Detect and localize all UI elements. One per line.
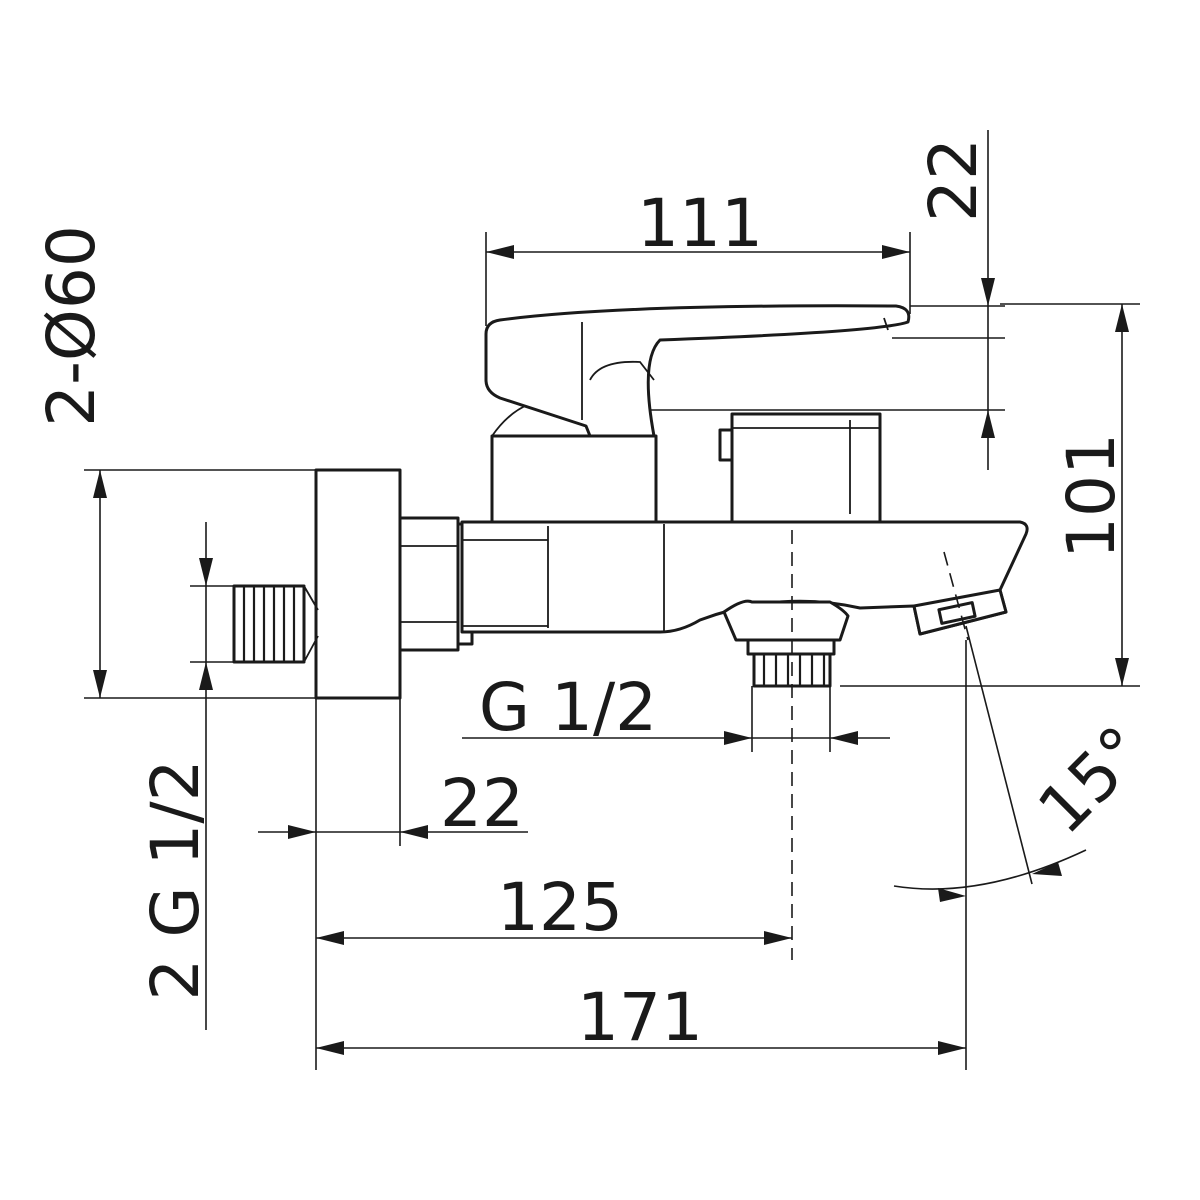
dim-15-degree [893, 625, 1087, 902]
label-inlet-thread: 2 G 1/2 [137, 759, 214, 1000]
dim-101 [840, 303, 1140, 687]
dim-125 [316, 931, 792, 945]
label-22-top: 22 [915, 138, 992, 222]
wall-flange [314, 468, 402, 700]
spout-axis [943, 551, 969, 641]
label-15-degree: 15° [1024, 712, 1161, 849]
dim-111 [485, 232, 911, 326]
label-outlet-thread: G 1/2 [479, 669, 657, 746]
label-22-bottom: 22 [440, 765, 524, 842]
dim-flange-depth [258, 698, 528, 1070]
dim-171 [316, 640, 967, 1070]
faucet-body [232, 304, 1029, 700]
label-flange-diameter: 2-Ø60 [33, 225, 110, 427]
lever-handle [484, 304, 911, 438]
diverter-knob [718, 412, 882, 524]
label-125: 125 [497, 869, 623, 946]
shower-outlet [722, 599, 850, 688]
label-111: 111 [637, 185, 763, 262]
inlet-threaded-pipe [232, 584, 319, 664]
dim-flange-diameter [84, 469, 316, 699]
dim-inlet-thread [190, 522, 234, 1030]
label-101: 101 [1053, 433, 1130, 559]
cartridge-housing [490, 434, 658, 524]
dim-22-top [650, 130, 1005, 470]
dim-outlet-thread [462, 686, 890, 752]
label-171: 171 [577, 979, 703, 1056]
